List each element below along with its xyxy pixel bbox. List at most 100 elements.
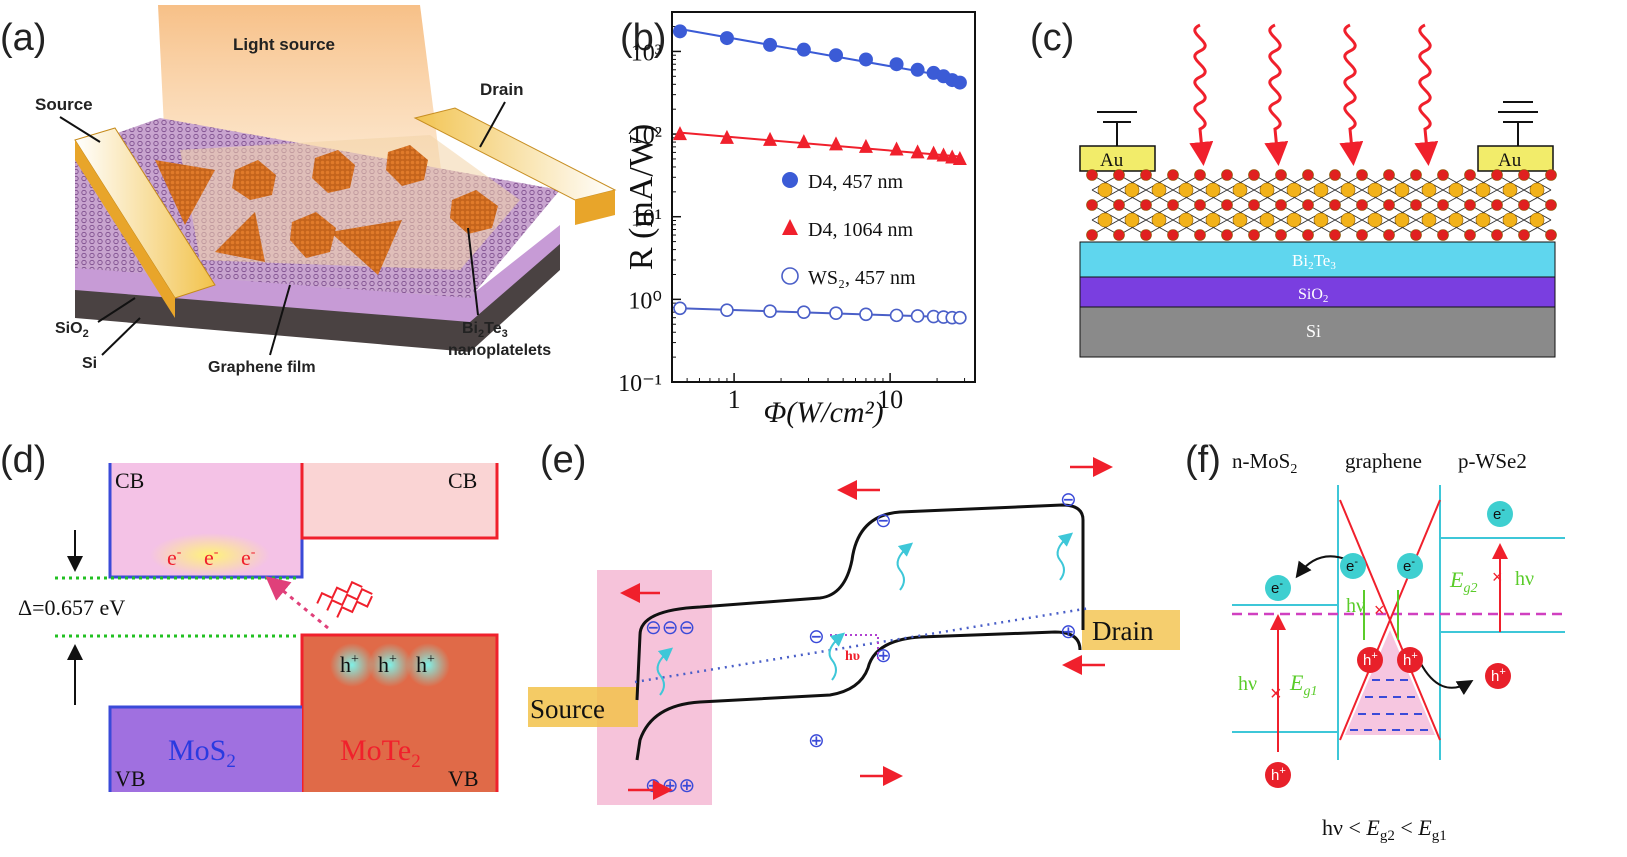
te-atom [1302,199,1314,211]
bi-atom [1151,212,1167,228]
te-atom [1302,229,1314,241]
svg-text:h+: h+ [1491,666,1506,685]
mote2-cb-region [302,463,497,538]
panel-label-b: (b) [620,17,666,59]
te-atom [1302,169,1314,181]
te-atom [1545,229,1557,241]
data-point [936,147,951,162]
nanoplatelets-label: nanoplatelets [448,342,551,359]
te-atom [1356,229,1368,241]
mos2-label: MoS2 [168,734,236,772]
bi2te3-layer-label: Bi2Te3 [1292,251,1336,272]
bi-atom [1124,182,1140,198]
te-atom [1086,199,1098,211]
si-layer-c [1079,306,1556,358]
svg-text:×: × [1374,600,1385,620]
te-atom [1221,169,1233,181]
bi-atom [1205,182,1221,198]
bi-atom [1259,182,1275,198]
svg-text:×: × [1270,683,1282,705]
svg-text:h+: h+ [1403,650,1418,669]
sio2-layer-label: SiO2 [1298,286,1328,305]
electrons-group: e- e- e- [150,533,270,577]
electron-e3: ⊖ [1060,489,1077,511]
bi-atom [1367,212,1383,228]
bi-atom [1367,182,1383,198]
te-atom [1491,199,1503,211]
te-atom [1410,169,1422,181]
svg-text:h+: h+ [340,652,359,677]
te-atom [1248,169,1260,181]
legend-marker [782,219,798,235]
data-point [910,309,925,323]
mos2-vb-region [110,707,302,792]
bi2te3-nanoplatelets [155,145,498,275]
bi-atom [1259,212,1275,228]
y-tick-label: 10³ [631,40,662,66]
p-wse2-label: p-WSe2 [1458,449,1527,473]
source-label-e: Source [530,694,605,724]
bi-atom [1475,212,1491,228]
panel-d: (d) CB CB e- e- e- Δ=0.657 eV VB VB MoS2… [0,439,499,792]
te-atom [1383,169,1395,181]
svg-text:e-: e- [167,545,182,570]
y-axis-label: R (mA/W) [623,124,660,270]
te-atom [1329,199,1341,211]
data-point [763,131,778,146]
legend-entry-1: D4, 457 nm [808,171,903,193]
data-point [858,52,873,67]
te-atom [1194,229,1206,241]
te-atom [1545,199,1557,211]
vb-label-right: VB [448,766,479,791]
drain-label: Drain [480,80,523,99]
data-point [829,48,844,63]
energy-relation: hν < Eg2 < Eg1 [1322,815,1447,844]
data-point [673,301,687,316]
holes-group: h+ h+ h+ [330,643,450,687]
te-atom [1329,169,1341,181]
data-point [952,75,967,90]
bi-atom [1286,212,1302,228]
te-atom [1086,169,1098,181]
photo-excitation-arrows [656,532,1074,696]
data-point [796,134,811,149]
te-atom [1518,199,1530,211]
svg-text:×: × [1492,567,1503,587]
te-atom [1140,229,1152,241]
te-atom [1167,169,1179,181]
svg-text:h+: h+ [378,652,397,677]
te-atom [1437,199,1449,211]
data-point [829,136,844,151]
transfer-arrow [265,576,329,630]
au-electrode-right [1477,145,1554,172]
sio2-layer-c [1079,276,1556,308]
data-point [796,42,811,57]
bi-atom [1421,212,1437,228]
svg-text:e-: e- [1271,578,1283,597]
hv-label-f2: hν [1346,595,1365,617]
te-atom [1464,229,1476,241]
x-tick-label: 10 [877,385,903,414]
data-point [910,144,925,159]
panel-label-a: (a) [0,17,46,59]
panel-c: (c) Au Au Bi2Te3 SiO2 Si [1030,17,1557,358]
data-point [889,308,904,323]
svg-text:h+: h+ [416,652,435,677]
te-atom [1194,199,1206,211]
data-point [953,310,967,325]
bi-atom [1529,182,1545,198]
te-atom [1275,229,1287,241]
bi-atom [1178,182,1194,198]
y-tick-label: 10² [631,123,662,149]
te-atom [1113,169,1125,181]
te-atom [1383,229,1395,241]
bi2te3-label: Bi2Te3 [462,320,508,340]
eg1-label: Eg1 [1289,670,1317,699]
data-point [829,306,843,320]
bi-atom [1232,182,1248,198]
svg-text:e-: e- [204,545,219,570]
x-axis-label: Φ(W/cm²) [763,396,883,429]
te-atom [1248,229,1260,241]
data-point [672,24,687,39]
y-tick-label: 10¹ [631,206,662,232]
